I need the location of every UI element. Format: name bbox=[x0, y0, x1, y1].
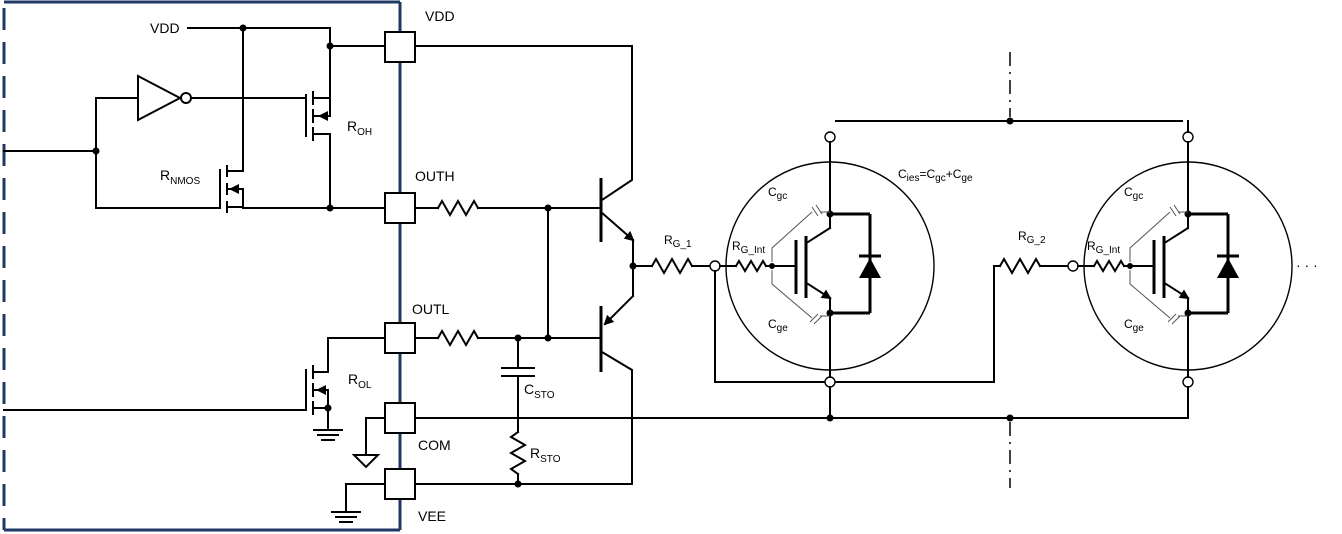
vee-ground bbox=[331, 483, 386, 523]
inverter bbox=[137, 74, 307, 122]
cgc2-label: Cgc bbox=[1124, 185, 1143, 202]
nmos-rnmos bbox=[219, 165, 386, 213]
kelvin-loop-1 bbox=[714, 256, 1085, 383]
outh-net bbox=[414, 198, 601, 339]
outl-net bbox=[414, 328, 601, 348]
csto-label: CSTO bbox=[524, 381, 555, 401]
igbt-module-1 bbox=[719, 131, 935, 388]
igbt-module-2 bbox=[1083, 120, 1293, 419]
rg1-label: RG_1 bbox=[664, 233, 692, 250]
pin-outh bbox=[384, 192, 416, 224]
cies-label: Cies=Cgc+Cge bbox=[898, 167, 973, 184]
pin-outl-label: OUTL bbox=[412, 301, 450, 317]
cge1-label: Cge bbox=[768, 317, 788, 334]
pin-outl bbox=[384, 322, 416, 354]
nmos-low-side bbox=[305, 337, 386, 441]
vdd-supply-label: VDD bbox=[150, 20, 180, 36]
pin-com-label: COM bbox=[418, 437, 451, 453]
totem-output-node bbox=[629, 239, 721, 297]
com-ground bbox=[351, 417, 386, 469]
npn-upper bbox=[599, 178, 635, 242]
driver-pins bbox=[384, 31, 416, 500]
rgint2-label: RG_Int bbox=[1087, 239, 1120, 256]
cge2-label: Cge bbox=[1124, 317, 1144, 334]
pin-vee bbox=[384, 468, 416, 500]
rol-label: ROL bbox=[348, 371, 372, 391]
vdd-external-wire bbox=[414, 45, 633, 202]
com-line bbox=[414, 414, 1189, 422]
collector-bus bbox=[835, 117, 1183, 125]
pin-vee-label: VEE bbox=[418, 508, 446, 524]
cgc1-label: Cgc bbox=[768, 185, 787, 202]
vdd-internal-rail bbox=[187, 24, 386, 171]
pin-com bbox=[384, 402, 416, 434]
pmos-high-side bbox=[305, 91, 334, 212]
rsto-label: RSTO bbox=[530, 445, 561, 465]
roh-label: ROH bbox=[347, 118, 372, 138]
rgint1-label: RG_Int bbox=[732, 239, 765, 256]
rg2-label: RG_2 bbox=[1018, 229, 1046, 246]
pin-vdd bbox=[384, 31, 416, 63]
gate-driver-boundary bbox=[2, 0, 402, 532]
pin-vdd-label: VDD bbox=[425, 8, 455, 24]
pnp-lower bbox=[599, 294, 635, 372]
csto-rsto bbox=[414, 337, 633, 488]
continuation-ellipsis: · · · bbox=[1296, 257, 1318, 273]
pin-outh-label: OUTH bbox=[415, 168, 455, 184]
rnmos-label: RNMOS bbox=[160, 167, 200, 187]
input-wire bbox=[3, 97, 307, 411]
